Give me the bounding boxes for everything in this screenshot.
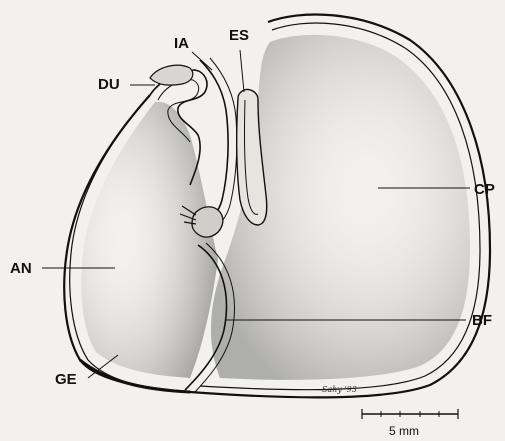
label-an: AN: [10, 261, 32, 276]
scale-bar: [362, 409, 458, 419]
label-ge: GE: [55, 372, 77, 387]
label-es: ES: [229, 28, 249, 43]
du-cap: [150, 65, 193, 85]
artist-signature: Sahy '93: [322, 385, 357, 394]
label-cp: CP: [474, 182, 495, 197]
junction: [192, 207, 223, 237]
an-stipple: [81, 102, 218, 378]
label-du: DU: [98, 77, 120, 92]
label-bf: BF: [472, 313, 492, 328]
leader-ia: [192, 52, 212, 70]
label-ia: IA: [174, 36, 189, 51]
scale-bar-label: 5 mm: [389, 424, 419, 438]
leader-es: [240, 50, 244, 92]
